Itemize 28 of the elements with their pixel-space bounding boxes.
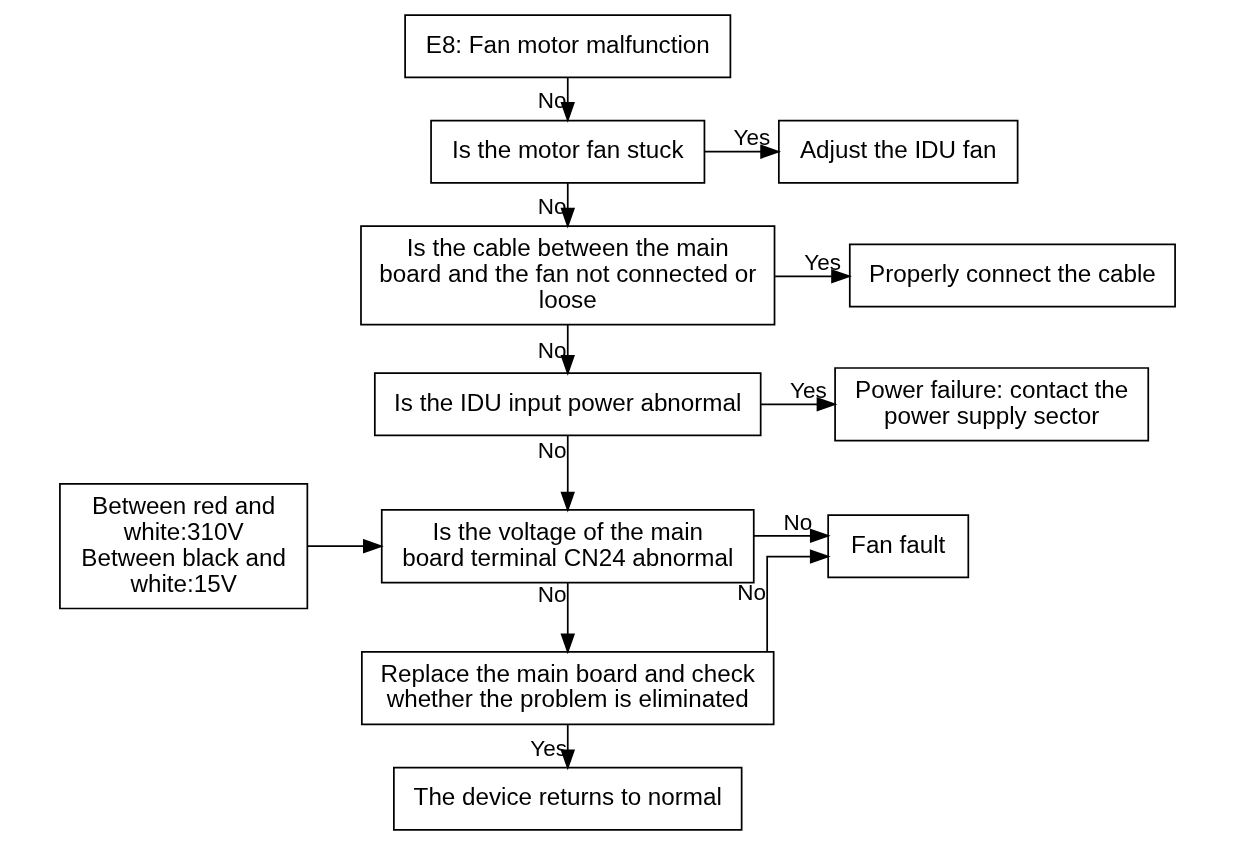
- arrow: [703, 144, 781, 159]
- edge-label: Yes: [733, 125, 770, 151]
- edge-label: Yes: [789, 378, 827, 404]
- arrow: [306, 538, 384, 554]
- node-box: Power failure: contact the power supply sector: [833, 367, 1149, 442]
- node-box: Fan fault: [826, 514, 969, 579]
- node-box: Is the IDU input power abnormal: [373, 372, 762, 437]
- node-box: Replace the main board and check whether the problem is eliminated: [360, 650, 775, 726]
- node-box: Is the cable between the main board and the fan not connected or loose: [359, 225, 775, 326]
- edge-label: No: [537, 582, 567, 608]
- arrow: [560, 434, 575, 513]
- arrow: [752, 528, 831, 544]
- node-box: Between red and white:310V Between black and white:15V: [58, 483, 308, 610]
- node-box: Is the motor fan stuck: [429, 119, 705, 184]
- arrow: [560, 581, 575, 655]
- node-box: Adjust the IDU fan: [777, 119, 1018, 184]
- arrow: [560, 324, 575, 376]
- edge-label: No: [537, 437, 567, 463]
- edge-label: No: [537, 338, 567, 364]
- edge-label: No: [782, 509, 812, 535]
- node-box: Is the voltage of the main board terminal CN24 abnormal: [380, 509, 755, 584]
- node-box: The device returns to normal: [392, 766, 742, 831]
- arrow: [773, 269, 852, 284]
- arrow: [759, 397, 837, 412]
- edge-label: Yes: [803, 250, 841, 276]
- node-box: Properly connect the cable: [848, 243, 1176, 308]
- node-box: E8: Fan motor malfunction: [403, 14, 731, 79]
- arrow: [765, 549, 831, 653]
